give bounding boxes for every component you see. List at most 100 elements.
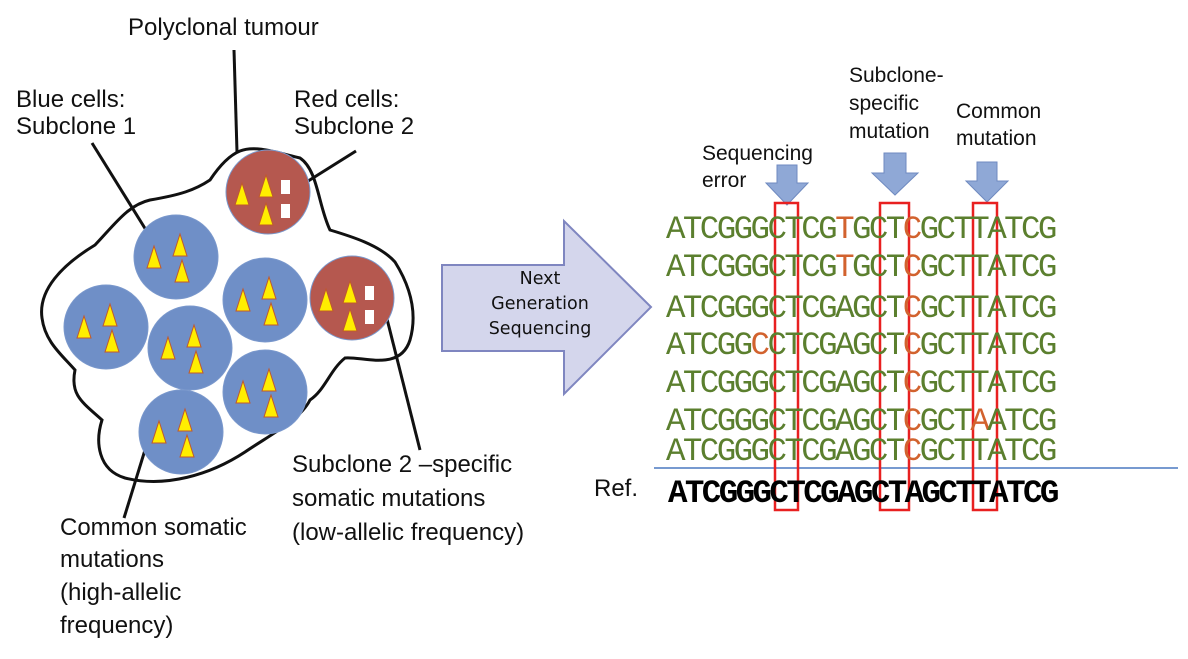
read-segment: ATCGG bbox=[666, 365, 753, 402]
read-segment: ATCGG bbox=[666, 290, 753, 327]
common-mutation-triangle bbox=[263, 393, 279, 418]
read-base-common-mutation-position: C bbox=[902, 249, 922, 286]
read-base-sequencing-error-position: G bbox=[750, 433, 770, 470]
label-polyclonal-tumour: Polyclonal tumour bbox=[128, 14, 319, 41]
blue-cell bbox=[222, 257, 308, 343]
label-red-cells: Red cells: bbox=[294, 86, 400, 113]
read-base-subclone-specific-position: T bbox=[835, 211, 854, 248]
label-common-somatic-2: mutations bbox=[60, 546, 165, 573]
read-segment: ATCGG bbox=[666, 327, 753, 364]
read-segment: ATCGG bbox=[666, 403, 753, 440]
common-mutation-triangle bbox=[177, 407, 193, 432]
read-segment: GCTTATCG bbox=[919, 433, 1058, 470]
read-segment: CTCG bbox=[767, 327, 837, 364]
subclone-specific-mutation-square bbox=[365, 310, 374, 324]
read-segment: ATCG bbox=[987, 403, 1057, 440]
common-mutation-triangle bbox=[151, 419, 167, 444]
blue-cell bbox=[133, 214, 219, 300]
read-segment: CTCG bbox=[767, 365, 837, 402]
sequence-read: ATCGGGCTCGTGCTCGCTTATCG bbox=[666, 211, 1058, 248]
common-mutation-triangle bbox=[234, 181, 250, 206]
read-segment: CTCG bbox=[767, 211, 837, 248]
pointer-arrow-sequencing-error bbox=[764, 164, 810, 206]
read-segment: GCTTATCG bbox=[919, 327, 1058, 364]
common-mutation-triangle bbox=[261, 275, 277, 300]
pointer-arrow-subclone-specific bbox=[870, 152, 920, 196]
read-segment: GCTTATCG bbox=[919, 290, 1058, 327]
read-base-subclone-specific-position: A bbox=[835, 433, 854, 470]
common-mutation-triangle bbox=[342, 279, 358, 304]
sequence-read: ATCGGGCTCGAGCTCGCTTATCG bbox=[666, 290, 1058, 327]
common-mutation-triangle bbox=[263, 301, 279, 326]
sequence-read: ATCGGGCTCGTGCTCGCTTATCG bbox=[666, 249, 1057, 286]
read-segment: GCT bbox=[919, 403, 973, 440]
subclone-specific-mutation-square bbox=[281, 204, 290, 218]
blue-cell bbox=[222, 349, 308, 435]
common-mutation-triangle bbox=[318, 287, 334, 312]
read-segment: GCT bbox=[851, 365, 905, 402]
label-subclone-1: Subclone 1 bbox=[16, 113, 137, 140]
highlight-box-sequencing-error bbox=[773, 201, 800, 512]
common-mutation-triangle bbox=[235, 379, 251, 404]
read-base-sequencing-error-position: G bbox=[750, 211, 770, 248]
common-mutation-triangle bbox=[258, 201, 274, 226]
reference-label: Ref. bbox=[594, 475, 639, 502]
read-base-subclone-specific-position: A bbox=[835, 327, 854, 364]
common-mutation-triangle bbox=[186, 323, 202, 348]
common-mutation-triangle bbox=[174, 258, 190, 283]
common-mutation-triangle bbox=[172, 232, 188, 257]
read-segment: GCT bbox=[851, 433, 905, 470]
label-subclone2-specific-3: (low-allelic frequency) bbox=[292, 519, 525, 546]
label-common-somatic-4: frequency) bbox=[60, 612, 174, 639]
common-mutation-triangle bbox=[146, 244, 162, 269]
read-segment: GCT bbox=[851, 211, 905, 248]
callout-line-blue bbox=[90, 142, 148, 231]
sequence-read: ATCGGGCTCGAGCTCGCTTATCG bbox=[666, 365, 1057, 402]
label-common-mutation-1: Common bbox=[956, 100, 1042, 123]
read-segment: CTCG bbox=[767, 249, 837, 286]
blue-cell bbox=[138, 389, 224, 475]
common-mutation-triangle bbox=[261, 367, 277, 392]
read-base-subclone-specific-position: A bbox=[835, 365, 854, 402]
read-base-sequencing-error-position: G bbox=[750, 403, 770, 440]
read-segment: ATCGG bbox=[666, 249, 753, 286]
ngs-label-line2: Generation bbox=[491, 294, 589, 314]
label-subclone2-specific-1: Subclone 2 –specific bbox=[292, 451, 513, 478]
label-common-somatic-1: Common somatic bbox=[60, 514, 247, 541]
label-common-mutation-2: mutation bbox=[956, 127, 1037, 150]
common-mutation-triangle bbox=[258, 173, 274, 198]
callout-line-subclone2-specific bbox=[382, 306, 422, 451]
read-segment: GCTTATCG bbox=[919, 211, 1058, 248]
read-segment: GCT bbox=[851, 290, 905, 327]
read-base-subclone-specific-position: A bbox=[835, 403, 854, 440]
label-subclone-specific-3: mutation bbox=[849, 120, 930, 143]
common-mutation-triangle bbox=[102, 302, 118, 327]
reference-sequence: ATCGGGCTCGAGCTAGCTTATCG bbox=[668, 475, 1059, 512]
common-mutation-triangle bbox=[342, 307, 358, 332]
read-base-common-mutation-position: C bbox=[902, 290, 922, 327]
read-base-sequencing-error-position: C bbox=[750, 327, 770, 364]
read-base-common-mutation-position: C bbox=[902, 433, 922, 470]
common-mutation-triangle bbox=[188, 349, 204, 374]
highlight-box-subclone-specific bbox=[878, 201, 911, 512]
common-mutation-triangle bbox=[160, 335, 176, 360]
read-segment: CTCG bbox=[767, 290, 837, 327]
sequence-read: ATCGGGCTCGAGCTCGCTTATCG bbox=[666, 433, 1058, 470]
common-mutation-triangle bbox=[104, 328, 120, 353]
label-common-somatic-3: (high-allelic bbox=[60, 579, 182, 606]
ngs-label-line1: Next bbox=[519, 269, 561, 289]
read-segment: GCT bbox=[851, 249, 905, 286]
ngs-label-line3: Sequencing bbox=[488, 319, 592, 339]
label-blue-cells: Blue cells: bbox=[16, 86, 126, 113]
blue-cell bbox=[147, 305, 233, 391]
read-segment: ATCGG bbox=[666, 211, 753, 248]
blue-cell bbox=[63, 284, 149, 370]
read-base-sequencing-error-position: G bbox=[750, 365, 770, 402]
sequence-read: ATCGGCCTCGAGCTCGCTTATCG bbox=[666, 327, 1058, 364]
subclone-specific-mutation-square bbox=[365, 286, 374, 300]
pointer-arrow-common-mutation bbox=[964, 161, 1010, 203]
read-segment: GCT bbox=[851, 327, 905, 364]
label-subclone-2: Subclone 2 bbox=[294, 113, 415, 140]
read-segment: GCT bbox=[851, 403, 905, 440]
